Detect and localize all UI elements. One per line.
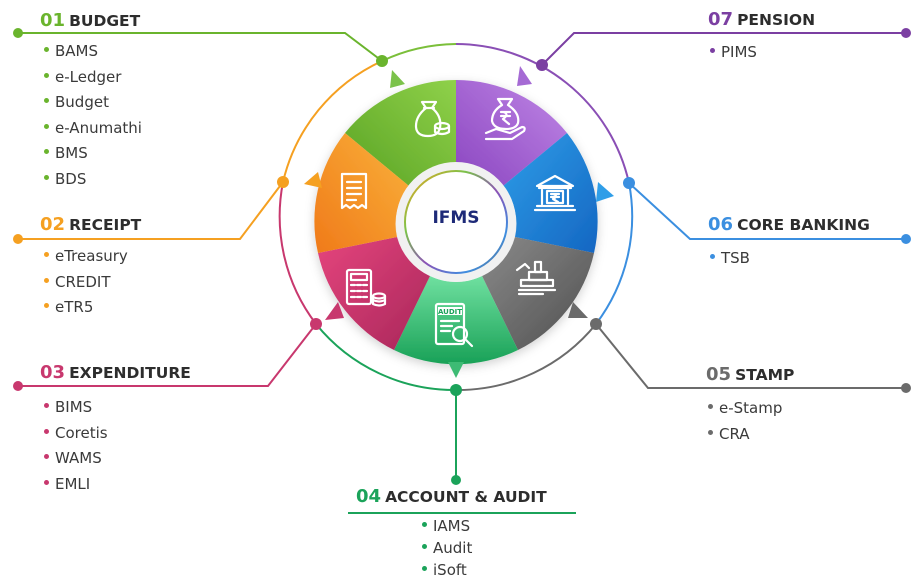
calculator-coins-icon [345,268,387,307]
list-item: Budget [44,90,142,116]
list-item: PIMS [710,40,815,66]
list-item: BMS [44,141,142,167]
list-item: eTreasury [44,244,141,270]
connector-pension [541,32,906,66]
segment-budget [345,79,456,186]
list-item: iSoft [422,559,547,581]
list-item: EMLI [44,472,191,498]
module-name: CORE BANKING [737,216,870,234]
connectors [18,32,906,514]
center-label-ifms: IFMS [432,208,480,228]
module-name: PENSION [737,11,816,29]
outer-ring [278,43,634,392]
segment-core-banking [503,133,598,253]
list-item: e-Ledger [44,65,142,91]
module-number: 03 [40,362,66,383]
receipt-icon [340,172,368,210]
list-item: CREDIT [44,270,141,296]
item-list: IAMS Audit iSoft [422,515,547,581]
module-number: 01 [40,10,66,31]
module-number: 04 [356,486,382,507]
item-list: eTreasury CREDIT eTR5 [44,244,141,321]
list-item: Audit [422,537,547,559]
list-item: e-Anumathi [44,116,142,142]
list-item: Coretis [44,421,191,447]
money-bag-coins-icon [414,100,451,138]
list-item: BAMS [44,39,142,65]
segment-pointers [304,66,614,378]
list-item: eTR5 [44,295,141,321]
endpoint-dots [13,28,911,485]
item-list: BIMS Coretis WAMS EMLI [44,395,191,497]
connector-core-banking [628,182,906,240]
item-list: BAMS e-Ledger Budget e-Anumathi BMS BDS [44,39,142,192]
list-item: CRA [708,422,794,448]
hub [396,162,516,282]
list-item: IAMS [422,515,547,537]
module-name: RECEIPT [69,216,142,234]
module-name: STAMP [735,366,795,384]
module-name: BUDGET [69,12,141,30]
segment-receipt [314,133,409,253]
item-list: TSB [710,246,870,272]
module-name: EXPENDITURE [69,364,191,382]
audit-magnifier-icon: AUDIT [434,302,474,348]
module-number: 07 [708,9,734,30]
list-item: BIMS [44,395,191,421]
svg-text:AUDIT: AUDIT [438,308,462,316]
list-item: WAMS [44,446,191,472]
item-list: PIMS [710,40,815,66]
connector-expenditure [18,323,317,387]
bank-rupee-icon [533,174,577,212]
rupee-bag-hand-icon [484,97,526,141]
stamp-icon [515,260,557,296]
item-list: e-Stamp CRA [708,396,794,447]
connector-receipt [18,181,284,240]
module-number: 06 [708,214,734,235]
list-item: e-Stamp [708,396,794,422]
connector-budget [18,32,383,62]
list-item: BDS [44,167,142,193]
module-number: 05 [706,364,732,385]
module-number: 02 [40,214,66,235]
connector-stamp [595,323,906,389]
list-item: TSB [710,246,870,272]
module-name: ACCOUNT & AUDIT [385,488,547,506]
